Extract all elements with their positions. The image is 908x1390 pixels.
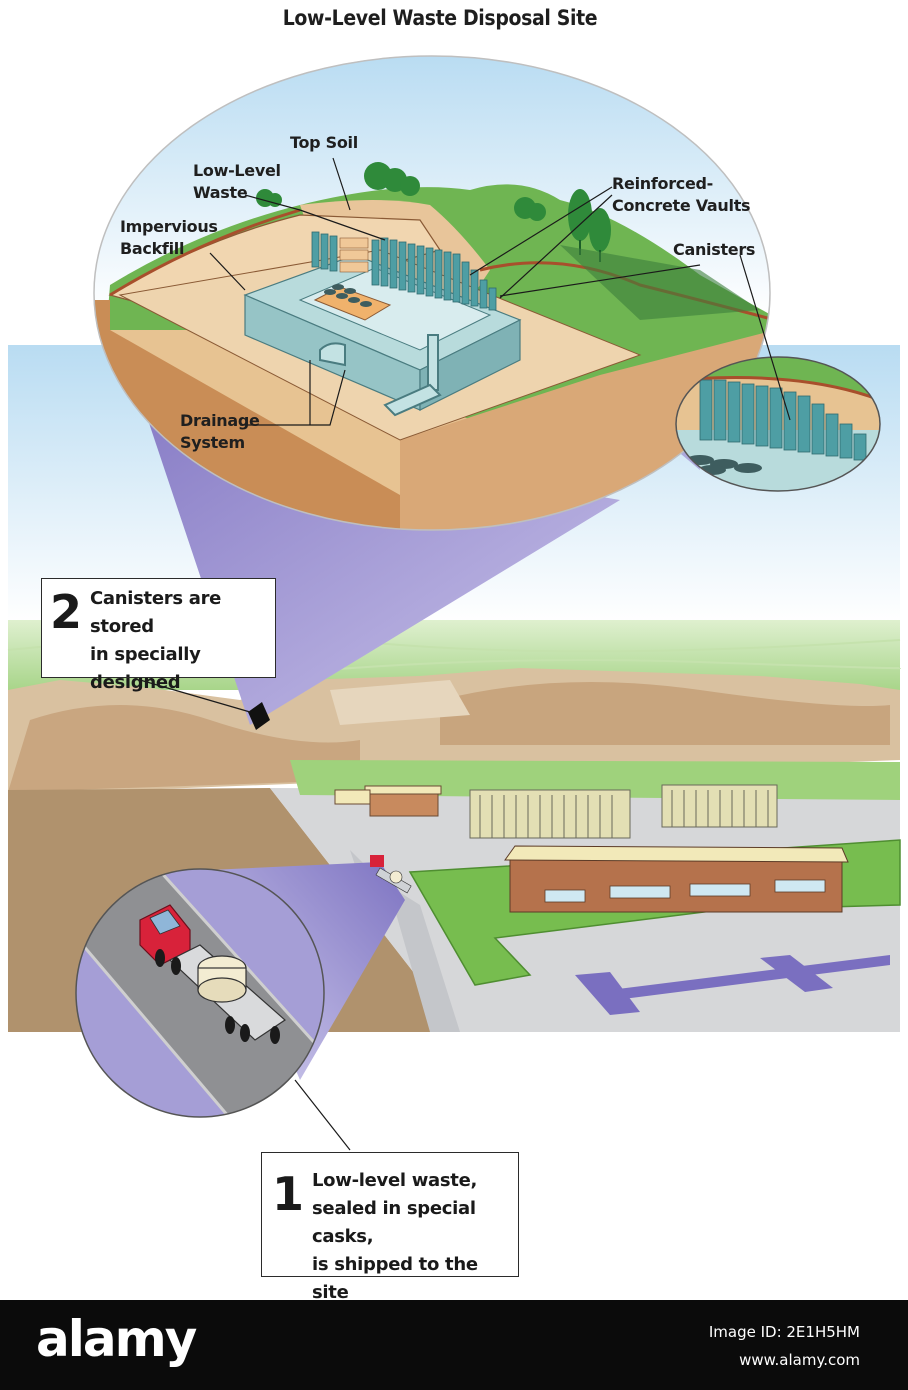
step-2-number: 2 bbox=[50, 585, 83, 639]
step-2-callout: 2 Canisters are stored in specially desi… bbox=[41, 578, 276, 693]
top-oval-border bbox=[93, 55, 771, 531]
site-url-text: www.alamy.com bbox=[739, 1351, 860, 1369]
step-2-text: Canisters are stored in specially design… bbox=[90, 588, 222, 693]
label-drainage-system: Drainage System bbox=[180, 411, 260, 452]
step-1-number: 1 bbox=[272, 1167, 305, 1221]
leader-lines bbox=[139, 157, 791, 1151]
label-impervious-backfill: Impervious Backfill bbox=[120, 217, 218, 258]
watermark-footer: alamy Image ID: 2E1H5HM www.alamy.com bbox=[0, 1300, 908, 1390]
alamy-logo: alamy bbox=[36, 1310, 197, 1368]
right-inset-border bbox=[675, 356, 881, 492]
disposal-site-diagram bbox=[7, 55, 901, 1151]
label-top-soil: Top Soil bbox=[290, 133, 358, 152]
label-low-level-waste: Low-Level Waste bbox=[193, 161, 281, 202]
mound-marker bbox=[248, 702, 270, 730]
access-road bbox=[350, 850, 460, 1032]
label-reinforced-concrete-vaults: Reinforced- Concrete Vaults bbox=[612, 174, 751, 215]
footer-id-block: Image ID: 2E1H5HM www.alamy.com bbox=[709, 1318, 860, 1374]
page-title: Low-Level Waste Disposal Site bbox=[282, 6, 598, 30]
buildings bbox=[334, 784, 849, 913]
distant-truck bbox=[370, 855, 412, 894]
truck-circle-border bbox=[75, 868, 325, 1118]
dirt-mounds bbox=[8, 668, 900, 795]
image-id-text: Image ID: 2E1H5HM bbox=[708, 1323, 860, 1341]
step-1-callout: 1 Low-level waste, sealed in special cas… bbox=[261, 1152, 519, 1303]
label-canisters: Canisters bbox=[673, 240, 756, 259]
step-1-text: Low-level waste, sealed in special casks… bbox=[312, 1170, 478, 1303]
marker-bars bbox=[575, 955, 890, 1015]
